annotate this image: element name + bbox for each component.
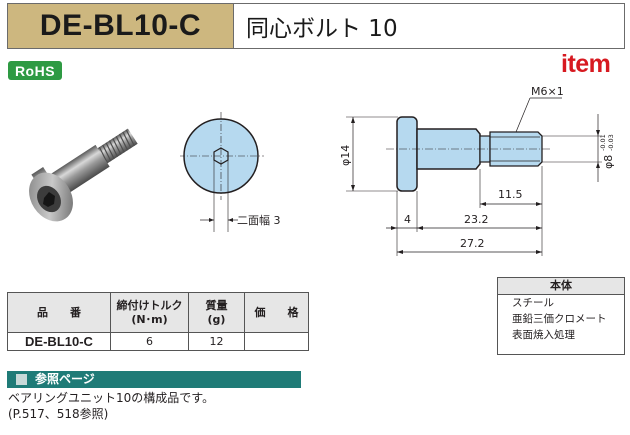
dim-head-thickness: 4	[404, 213, 411, 226]
header-torque: 締付けトルク (N･m)	[110, 292, 189, 333]
reference-bar: 参照ページ	[7, 371, 301, 388]
item-logo: item	[561, 50, 611, 78]
cell-price	[244, 332, 309, 351]
reference-pages-link[interactable]: (P.517、518参照)	[8, 407, 109, 421]
table-row: DE-BL10-C 6 12	[7, 332, 309, 351]
shaft-diameter-label: φ8	[602, 155, 615, 169]
header-part-number: 品 番	[7, 292, 111, 333]
dim-total-length: 27.2	[460, 237, 485, 250]
material-line: 表面焼入処理	[512, 329, 575, 341]
header-mass-text: 質量 (g)	[205, 298, 228, 326]
reference-marker-icon	[16, 374, 27, 385]
material-box: 本体 スチール 亜鉛三価クロメート 表面焼入処理	[497, 277, 625, 355]
product-header: DE-BL10-C 同心ボルト 10	[7, 3, 625, 49]
header-mass: 質量 (g)	[188, 292, 245, 333]
reference-title: 参照ページ	[35, 372, 95, 386]
dim-thread-length: 11.5	[498, 188, 523, 201]
dim-shaft-length: 23.2	[464, 213, 489, 226]
cell-torque: 6	[110, 332, 189, 351]
spec-table-header-row: 品 番 締付けトルク (N･m) 質量 (g) 価 格	[7, 292, 309, 333]
end-view-drawing: 二面幅 3	[180, 112, 281, 232]
thread-label: M6×1	[531, 85, 564, 98]
bolt-head	[396, 116, 418, 192]
shaft-tolerance-upper: -0.01	[599, 134, 607, 151]
side-view-drawing: M6×1 φ14 φ8 -0.01 -0.03 11.5 4 23.2 27.2	[339, 85, 615, 256]
material-line: 亜鉛三価クロメート	[512, 313, 607, 325]
product-photo	[29, 128, 138, 222]
rohs-badge: RoHS	[8, 61, 62, 80]
material-title: 本体	[498, 278, 624, 295]
cell-mass: 12	[188, 332, 245, 351]
spec-table: 品 番 締付けトルク (N･m) 質量 (g) 価 格 DE-BL10-C 6 …	[7, 292, 309, 351]
across-flats-label: 二面幅 3	[237, 214, 281, 227]
cell-part-number: DE-BL10-C	[7, 332, 111, 351]
header-price: 価 格	[244, 292, 309, 333]
product-name: 同心ボルト 10	[246, 16, 398, 42]
header-torque-text: 締付けトルク (N･m)	[116, 298, 183, 326]
material-line: スチール	[512, 297, 554, 309]
product-code: DE-BL10-C	[8, 4, 234, 48]
shaft-tolerance-lower: -0.03	[607, 134, 615, 151]
reference-text: ベアリングユニット10の構成品です。	[8, 391, 215, 405]
head-diameter-label: φ14	[339, 145, 352, 166]
